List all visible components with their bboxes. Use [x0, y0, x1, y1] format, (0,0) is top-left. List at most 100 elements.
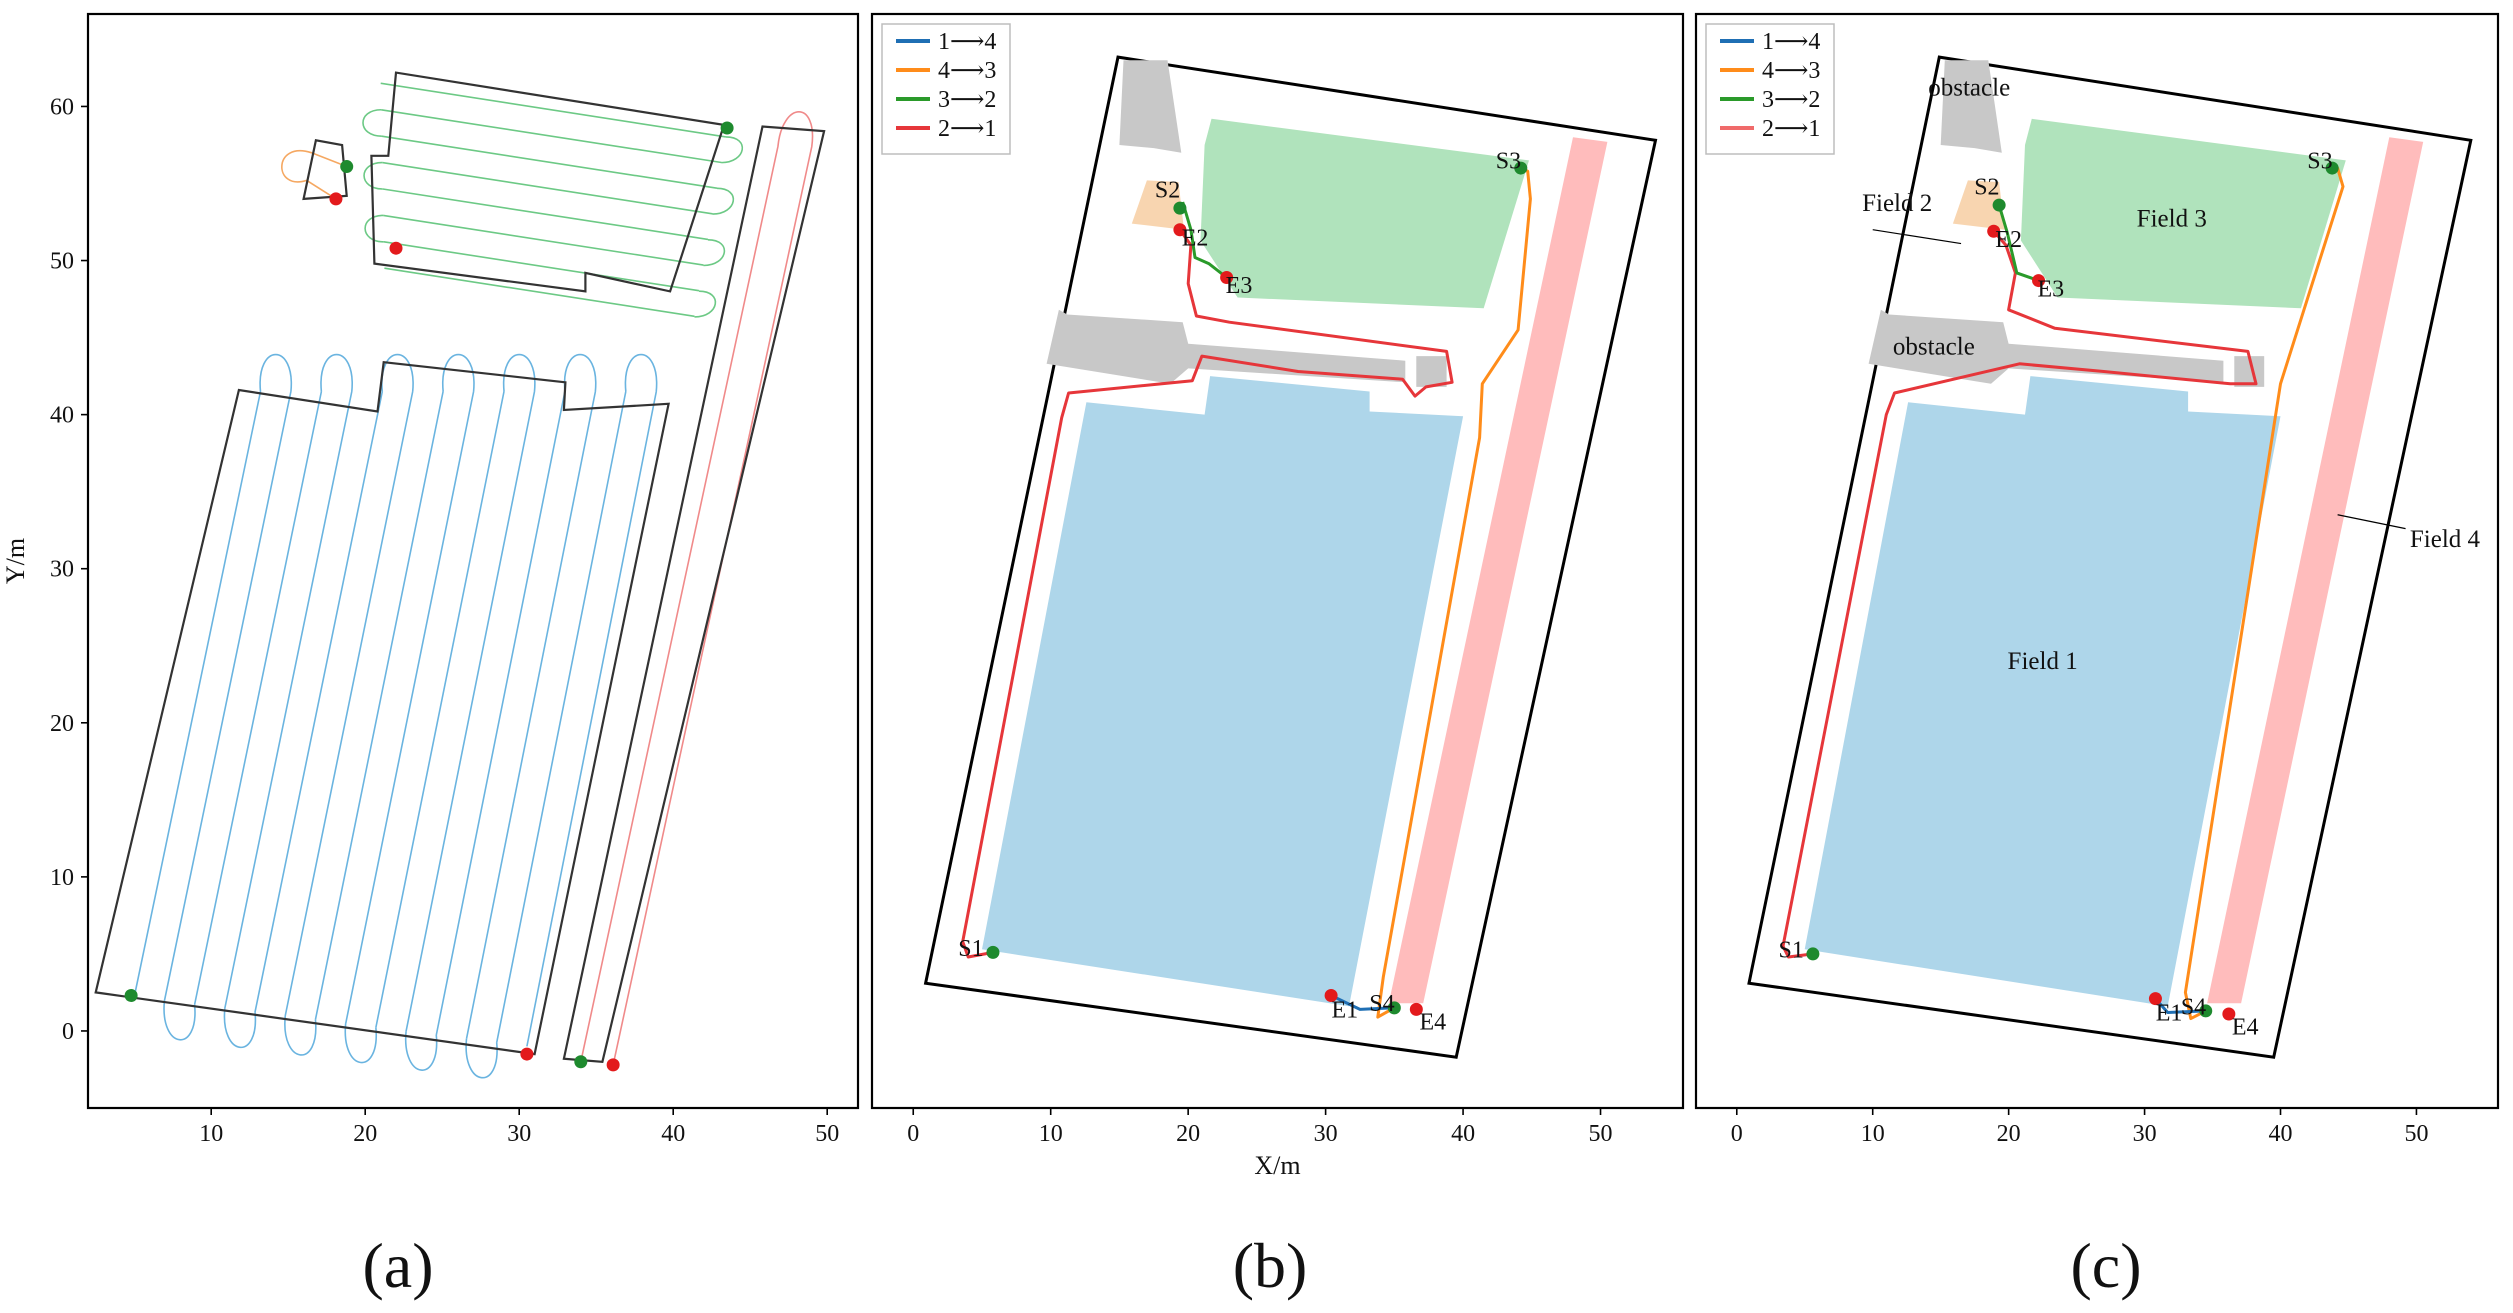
- transfer-path-2-to-1: [1781, 230, 2258, 959]
- coverage-pass-field-1: [254, 391, 384, 1013]
- coverage-pass-field-1: [465, 391, 597, 1039]
- coverage-pass-field-1: [133, 391, 262, 998]
- field-3-area: [1200, 118, 1529, 309]
- coverage-pass-field-1: [375, 391, 505, 1028]
- end-point: [2148, 992, 2162, 1006]
- legend-label: 3⟶2: [938, 87, 996, 113]
- legend-box: [881, 23, 1011, 155]
- legend-label: 1⟶4: [1762, 29, 1820, 55]
- transfer-path-4-to-3: [1376, 166, 1532, 1019]
- annotation-field-3: Field 3: [2137, 206, 2207, 233]
- obstacle-small: [1416, 356, 1447, 387]
- coverage-turn-field-3: [712, 187, 735, 215]
- obstacle-middle: [1868, 309, 2224, 384]
- boundary-field-1: [94, 360, 670, 1056]
- start-point: [720, 121, 734, 135]
- start-point: [1514, 161, 1528, 175]
- legend-label: 4⟶3: [938, 58, 996, 84]
- end-point: [1409, 1002, 1423, 1016]
- y-tick-label: 40: [50, 403, 74, 429]
- end-point: [2222, 1007, 2236, 1021]
- point-label-e3: E3: [2037, 276, 2064, 302]
- x-tick-label: 20: [1176, 1121, 1200, 1147]
- coverage-turn-field-3: [364, 214, 384, 243]
- point-label-s1: S1: [958, 936, 983, 962]
- y-tick-label: 60: [50, 94, 74, 120]
- panel-caption-b: (b): [1233, 1230, 1308, 1301]
- coverage-pass-field-3: [381, 135, 718, 189]
- coverage-pass-field-1: [163, 391, 292, 1002]
- transfer-path-3-to-2: [1997, 204, 2040, 283]
- coverage-pass-field-3: [381, 109, 722, 164]
- end-point: [1220, 270, 1234, 284]
- x-tick-label: 30: [1314, 1121, 1338, 1147]
- point-label-s3: S3: [1496, 148, 1521, 174]
- point-label-s4: S4: [1369, 991, 1394, 1017]
- start-point: [574, 1055, 588, 1069]
- panel-caption-a: (a): [362, 1230, 433, 1301]
- coverage-pass-field-3: [382, 161, 713, 215]
- point-label-e3: E3: [1226, 273, 1253, 299]
- field-2-area: [1952, 180, 2005, 230]
- end-point: [520, 1047, 534, 1061]
- annotation-field-2: Field 2: [1862, 190, 1932, 217]
- x-tick-label: 10: [1861, 1121, 1885, 1147]
- coverage-turn-field-1: [465, 1038, 498, 1079]
- coverage-pass-field-1: [435, 391, 566, 1036]
- coverage-turn-field-3: [703, 238, 726, 267]
- coverage-turn-field-1: [502, 353, 536, 392]
- point-label-e1: E1: [1332, 997, 1359, 1023]
- axes-frame: [1694, 12, 2500, 1110]
- start-point: [1387, 1001, 1401, 1015]
- end-point: [1173, 223, 1187, 237]
- transfer-path-3-to-2: [1181, 201, 1228, 279]
- coverage-turn-field-1: [259, 353, 293, 392]
- x-tick-label: 50: [2404, 1121, 2428, 1147]
- legend-label: 3⟶2: [1762, 87, 1820, 113]
- field-4-area: [1388, 137, 1608, 1004]
- end-point: [329, 192, 343, 206]
- y-tick-label: 30: [50, 557, 74, 583]
- obstacle-small: [2234, 356, 2265, 387]
- start-point: [1173, 201, 1187, 215]
- point-label-e4: E4: [2232, 1014, 2259, 1040]
- coverage-pass-field-1: [495, 391, 627, 1043]
- coverage-pass-field-3: [382, 188, 709, 241]
- point-label-s1: S1: [1778, 937, 1803, 963]
- x-tick-label: 0: [907, 1121, 919, 1147]
- coverage-turn-field-3: [721, 136, 744, 164]
- coverage-turn-field-1: [163, 1000, 196, 1041]
- coverage-turn-field-3: [363, 161, 383, 190]
- end-point: [1987, 224, 2001, 238]
- coverage-pass-field-1: [344, 391, 475, 1024]
- start-point: [986, 945, 1000, 959]
- coverage-pass-field-3: [384, 267, 695, 318]
- legend-label: 2⟶1: [1762, 116, 1820, 142]
- coverage-pass-field-3: [380, 82, 727, 138]
- x-tick-label: 10: [199, 1121, 223, 1147]
- transfer-path-2-to-1: [961, 228, 1454, 959]
- coverage-turn-field-3: [362, 108, 382, 137]
- x-tick-label: 50: [1589, 1121, 1613, 1147]
- coverage-pass-field-1: [224, 391, 353, 1009]
- x-axis-label: X/m: [1254, 1151, 1300, 1180]
- start-point: [124, 989, 138, 1003]
- y-tick-label: 20: [50, 711, 74, 737]
- point-label-e2: E2: [1995, 227, 2022, 253]
- annotation-obstacle-middle: obstacle: [1893, 334, 1975, 361]
- start-point: [340, 160, 354, 174]
- coverage-turn-field-1: [563, 353, 597, 392]
- farm-outer-boundary: [923, 55, 1658, 1059]
- point-label-s2: S2: [1974, 175, 1999, 201]
- coverage-turn-field-3: [694, 290, 717, 318]
- legend-label: 1⟶4: [938, 29, 996, 55]
- point-label-e1: E1: [2156, 1000, 2183, 1026]
- field-2-area: [1131, 180, 1184, 230]
- coverage-turn-field-1: [344, 1023, 377, 1064]
- start-point: [1806, 947, 1820, 961]
- coverage-turn-field-1: [320, 353, 353, 392]
- field-4-area: [2207, 137, 2424, 1004]
